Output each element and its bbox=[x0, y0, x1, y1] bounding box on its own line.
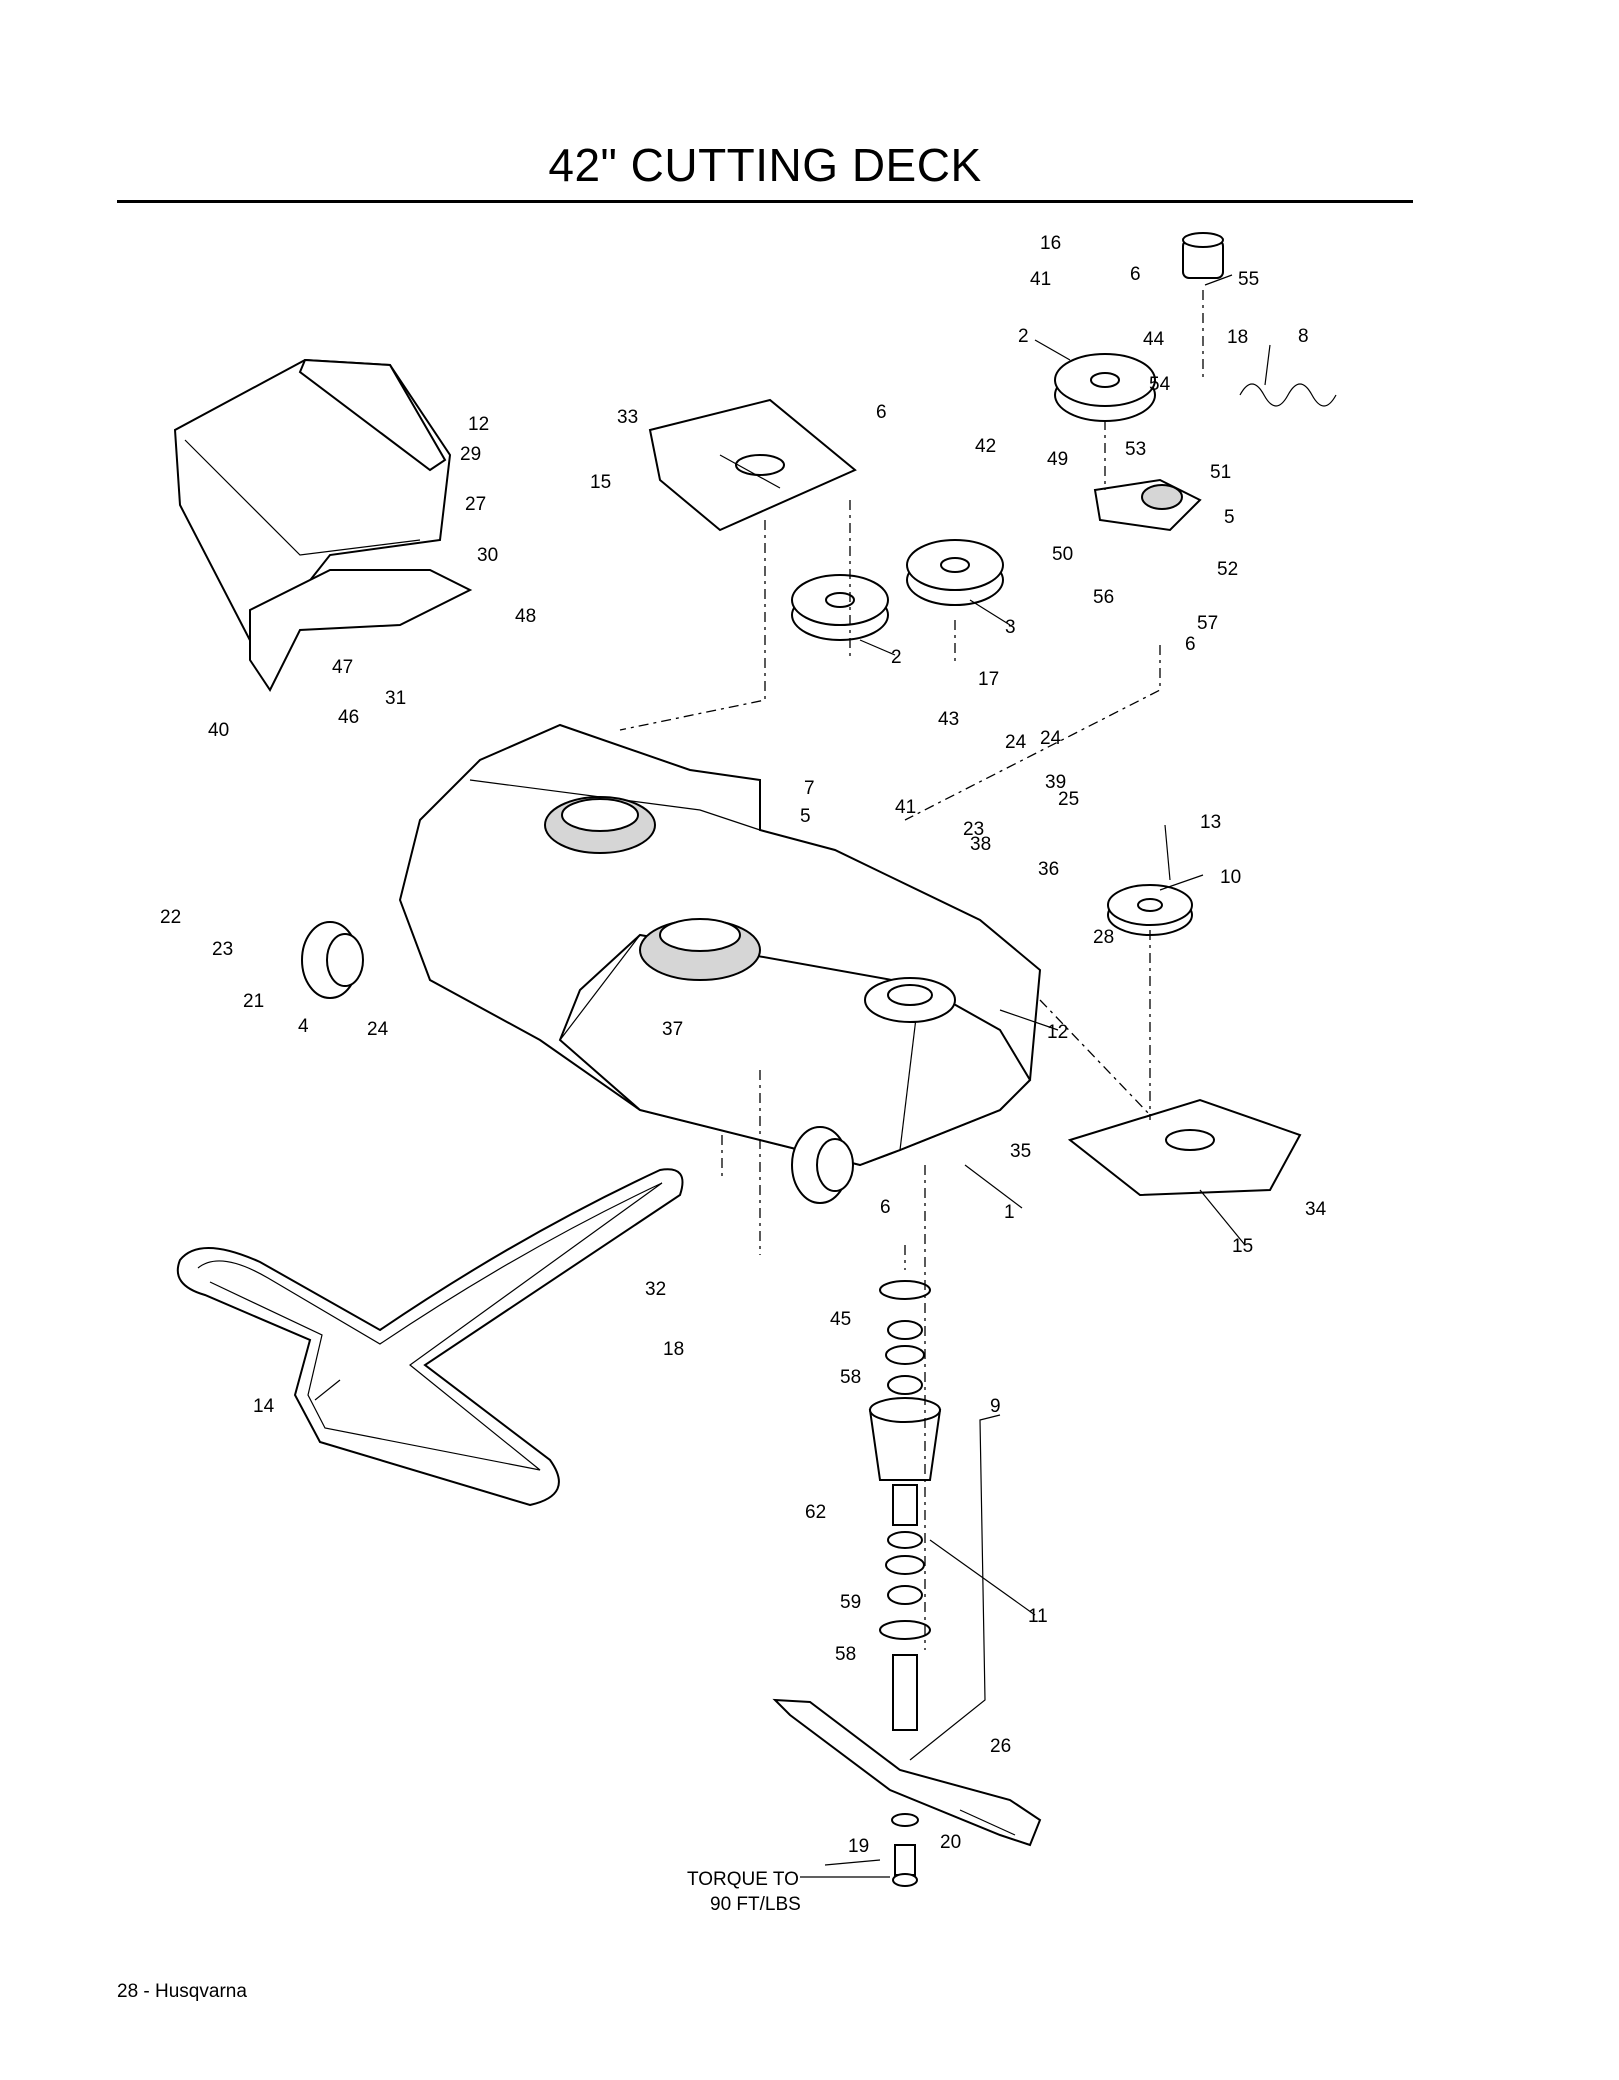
callout: 20 bbox=[940, 1832, 961, 1853]
callout-labels: 1 2 2 3 4 5 5 6 6 6 6 7 8 9 10 11 12 12 … bbox=[160, 233, 1327, 1857]
belt-covers bbox=[648, 398, 1302, 1197]
spindle-stack bbox=[772, 1280, 1042, 1887]
callout: 57 bbox=[1197, 613, 1218, 634]
callout: 21 bbox=[243, 991, 264, 1012]
callout: 46 bbox=[338, 707, 359, 728]
deck-shell bbox=[398, 723, 1042, 1167]
callout: 33 bbox=[617, 407, 638, 428]
callout: 35 bbox=[1010, 1141, 1031, 1162]
page-title: 42" CUTTING DECK bbox=[548, 139, 982, 191]
callout: 34 bbox=[1305, 1199, 1327, 1220]
callout: 11 bbox=[1028, 1606, 1048, 1627]
callout: 49 bbox=[1047, 449, 1068, 470]
callout: 30 bbox=[477, 545, 498, 566]
callout: 5 bbox=[800, 806, 811, 827]
callout: 56 bbox=[1093, 587, 1114, 608]
callout: 24 bbox=[1005, 732, 1027, 753]
torque-note-line1: TORQUE TO bbox=[687, 1869, 799, 1890]
torque-note: TORQUE TO 90 FT/LBS bbox=[687, 1869, 801, 1915]
callout: 18 bbox=[663, 1339, 684, 1360]
assembly-lines bbox=[619, 290, 1204, 1650]
callout: 16 bbox=[1040, 233, 1061, 254]
callout: 18 bbox=[1227, 327, 1248, 348]
callout: 2 bbox=[891, 647, 902, 668]
callout: 5 bbox=[1224, 507, 1235, 528]
pulleys bbox=[791, 353, 1193, 936]
callout: 53 bbox=[1125, 439, 1146, 460]
callout: 55 bbox=[1238, 269, 1259, 290]
page-footer: 28 - Husqvarna bbox=[117, 1981, 247, 2002]
callout: 62 bbox=[805, 1502, 826, 1523]
callout: 43 bbox=[938, 709, 959, 730]
leader-lines bbox=[314, 274, 1271, 1878]
callout: 2 bbox=[1018, 326, 1029, 347]
callout: 9 bbox=[990, 1396, 1001, 1417]
callout: 12 bbox=[1047, 1022, 1068, 1043]
callout: 6 bbox=[880, 1197, 891, 1218]
callout: 58 bbox=[835, 1644, 856, 1665]
callout: 23 bbox=[212, 939, 233, 960]
callout: 25 bbox=[1058, 789, 1079, 810]
callout: 42 bbox=[975, 436, 996, 457]
callout: 22 bbox=[160, 907, 181, 928]
callout: 29 bbox=[460, 444, 481, 465]
callout: 14 bbox=[253, 1396, 275, 1417]
drive-belt bbox=[176, 1168, 684, 1507]
callout: 41 bbox=[895, 797, 916, 818]
callout: 6 bbox=[1130, 264, 1141, 285]
callout: 19 bbox=[848, 1836, 869, 1857]
callout: 27 bbox=[465, 494, 486, 515]
callout: 10 bbox=[1220, 867, 1241, 888]
callout: 8 bbox=[1298, 326, 1309, 347]
callout: 23 bbox=[963, 819, 984, 840]
callout: 15 bbox=[1232, 1236, 1253, 1257]
callout: 26 bbox=[990, 1736, 1011, 1757]
callout: 52 bbox=[1217, 559, 1238, 580]
callout: 24 bbox=[1040, 728, 1062, 749]
callout: 41 bbox=[1030, 269, 1051, 290]
callout: 48 bbox=[515, 606, 536, 627]
callout: 50 bbox=[1052, 544, 1073, 565]
callout: 44 bbox=[1143, 329, 1165, 350]
callout: 47 bbox=[332, 657, 353, 678]
callout: 32 bbox=[645, 1279, 666, 1300]
callout: 12 bbox=[468, 414, 489, 435]
callout: 28 bbox=[1093, 927, 1114, 948]
callout: 1 bbox=[1004, 1202, 1015, 1223]
callout: 31 bbox=[385, 688, 406, 709]
callout: 36 bbox=[1038, 859, 1059, 880]
title-rule bbox=[117, 200, 1413, 203]
callout: 24 bbox=[367, 1019, 389, 1040]
callout: 15 bbox=[590, 472, 611, 493]
callout: 40 bbox=[208, 720, 229, 741]
callout: 54 bbox=[1149, 374, 1171, 395]
callout: 17 bbox=[978, 669, 999, 690]
callout: 51 bbox=[1210, 462, 1231, 483]
callout: 4 bbox=[298, 1016, 309, 1037]
torque-note-line2: 90 FT/LBS bbox=[710, 1894, 801, 1915]
idler-assembly bbox=[1093, 232, 1337, 532]
callout: 13 bbox=[1200, 812, 1221, 833]
discharge-chute bbox=[173, 358, 473, 692]
callout: 6 bbox=[876, 402, 887, 423]
callout: 59 bbox=[840, 1592, 861, 1613]
callout: 45 bbox=[830, 1309, 851, 1330]
callout: 37 bbox=[662, 1019, 683, 1040]
callout: 3 bbox=[1005, 617, 1016, 638]
callout: 6 bbox=[1185, 634, 1196, 655]
callout: 58 bbox=[840, 1367, 861, 1388]
callout: 39 bbox=[1045, 772, 1066, 793]
callout: 38 bbox=[970, 834, 991, 855]
gauge-wheels bbox=[301, 921, 854, 1204]
callout: 7 bbox=[804, 778, 815, 799]
